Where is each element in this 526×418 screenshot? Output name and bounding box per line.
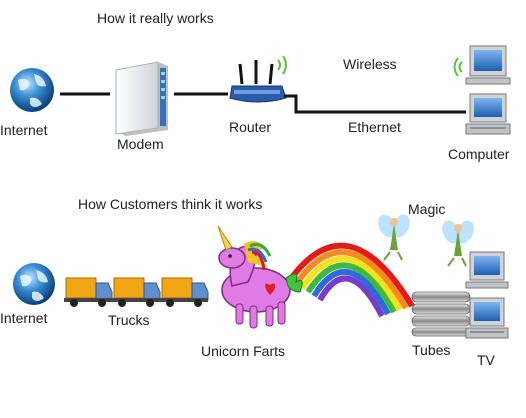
globe-icon [10,68,54,112]
router-icon [229,55,287,103]
computer-label: Computer [448,146,510,162]
magic-label: Magic [408,201,446,217]
top-title: How it really works [97,10,214,26]
tubes-label: Tubes [412,342,451,358]
internet-label-bottom: Internet [0,310,48,326]
wireless-label: Wireless [343,56,397,72]
router-label: Router [229,119,272,135]
tv-label: TV [477,352,495,368]
ethernet-label: Ethernet [348,119,401,135]
computer-icon [453,45,511,135]
truck-icon-2 [112,277,161,307]
unicorn-icon [217,225,303,329]
trucks-label: Trucks [108,312,150,328]
modem-icon [115,61,168,136]
tv-icon [465,251,509,339]
tubes-icon [411,291,471,337]
truck-icon-3 [160,277,209,307]
fairy-icon [378,214,410,261]
bottom-title: How Customers think it works [78,196,263,212]
internet-label: Internet [0,122,48,138]
modem-label: Modem [117,136,164,152]
globe-icon-bottom [13,263,55,305]
truck-icon [64,277,113,307]
connector-ethernet [284,94,466,114]
fairy-icon-2 [442,220,474,267]
rainbow-icon [287,242,415,318]
unicorn-farts-label: Unicorn Farts [201,343,286,359]
